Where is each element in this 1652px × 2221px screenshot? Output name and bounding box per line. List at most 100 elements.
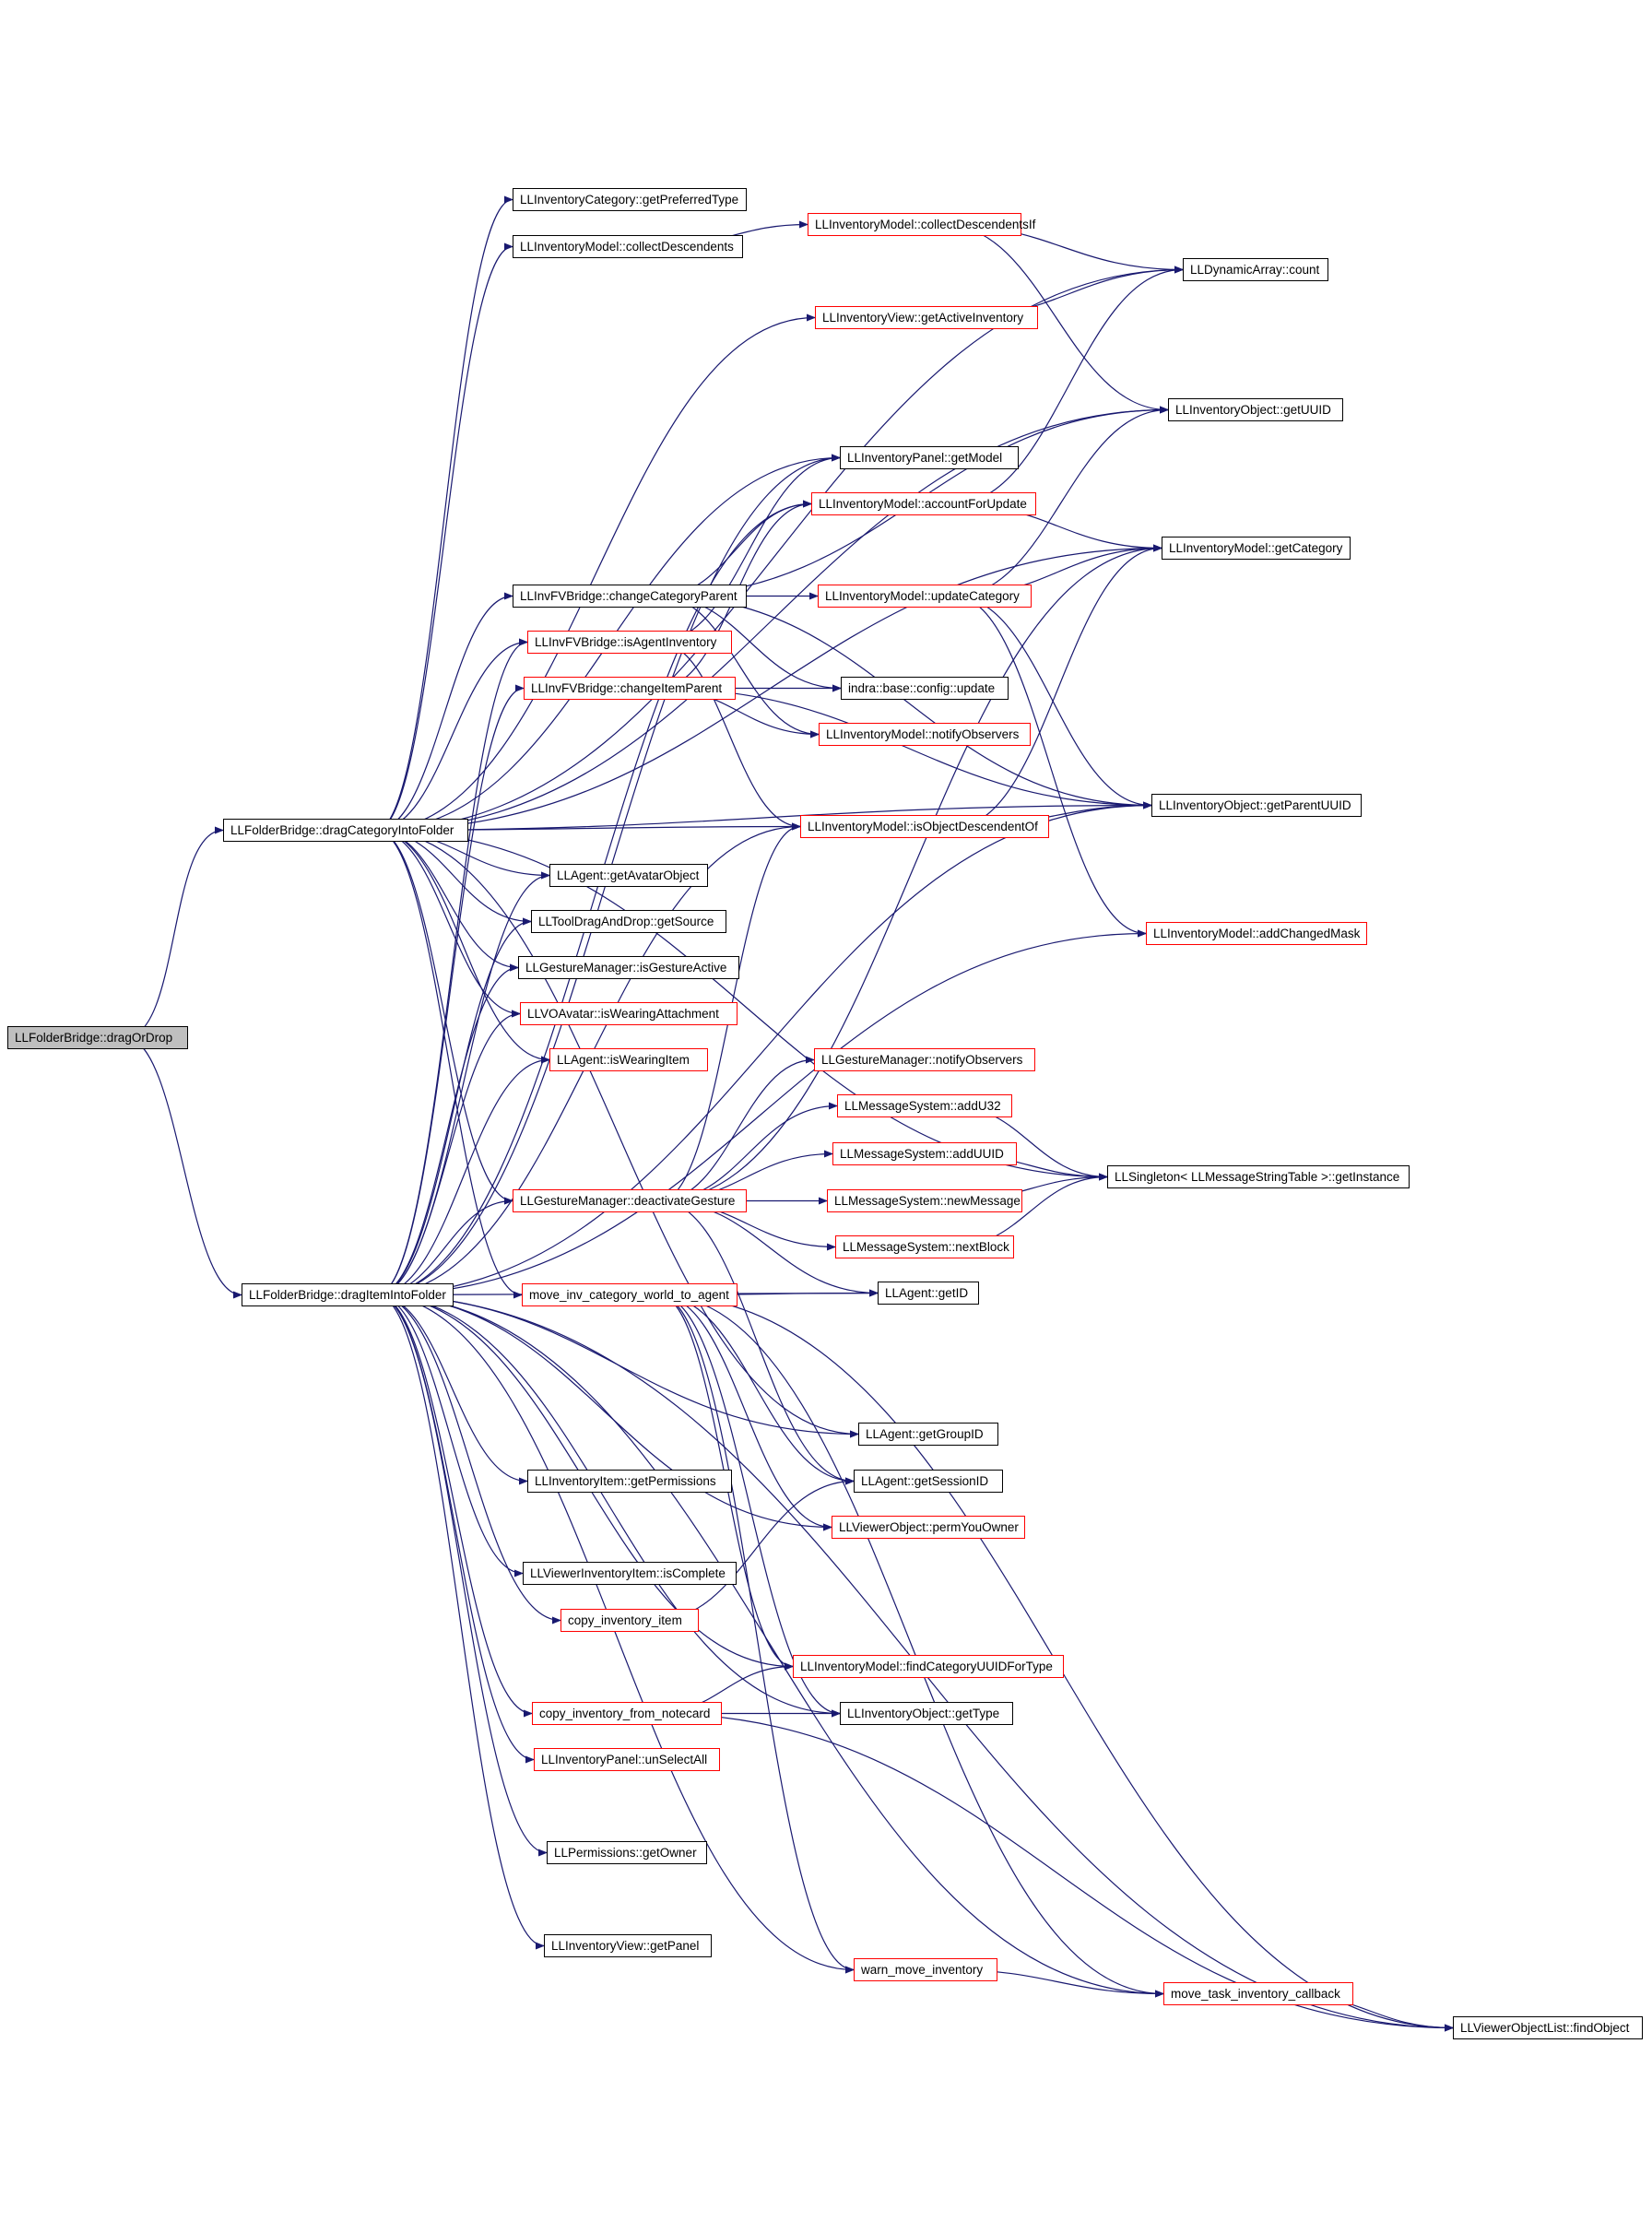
edge-n_moveinv-to-n_permown <box>658 1294 832 1531</box>
edge-n_dcat-to-n_pref <box>376 195 513 832</box>
node-indra-config-update[interactable]: indra::base::config::update <box>841 677 1009 700</box>
node-gettype[interactable]: LLInventoryObject::getType <box>840 1702 1013 1725</box>
edge-n_ditem-to-n_movetask <box>376 1294 1164 1998</box>
node-iswearingitem[interactable]: LLAgent::isWearingItem <box>549 1048 708 1071</box>
node-updatecategory[interactable]: LLInventoryModel::updateCategory <box>818 585 1032 608</box>
edge-n_root-to-n_ditem <box>124 1036 242 1299</box>
edge-n_ditem-to-n_gettype <box>376 1294 841 1718</box>
node-getowner[interactable]: LLPermissions::getOwner <box>547 1841 707 1864</box>
edge-n_moveinv-to-n_gettype <box>658 1294 841 1718</box>
node-changecategoryparent[interactable]: LLInvFVBridge::changeCategoryParent <box>513 585 747 608</box>
node-inventorypanel-getmodel[interactable]: LLInventoryPanel::getModel <box>840 446 1019 469</box>
node-newmessage[interactable]: LLMessageSystem::newMessage <box>827 1189 1022 1212</box>
edge-n_ditem-to-n_unsel <box>376 1294 535 1764</box>
edge-n_dcat-to-n_wattach <box>376 829 521 1018</box>
node-nextblock[interactable]: LLMessageSystem::nextBlock <box>835 1235 1014 1258</box>
edge-n_ditem-to-n_complete <box>376 1294 524 1577</box>
node-getsource[interactable]: LLToolDragAndDrop::getSource <box>531 910 726 933</box>
node-getcategory[interactable]: LLInventoryModel::getCategory <box>1162 537 1351 560</box>
edge-n_dcat-to-n_single <box>376 829 1108 1181</box>
edge-n_deact-to-n_session <box>659 1199 855 1485</box>
edge-n_updcat-to-n_addmask <box>953 595 1147 938</box>
node-getid[interactable]: LLAgent::getID <box>878 1282 979 1305</box>
edge-n_ditem-to-n_source <box>376 917 532 1296</box>
edge-n_ccp-to-n_parent <box>659 595 1152 809</box>
edge-n_isdesc-to-n_getcat <box>955 544 1162 828</box>
node-getavatarobject[interactable]: LLAgent::getAvatarObject <box>549 864 708 887</box>
edge-n_ditem-to-n_wearitem <box>376 1056 550 1296</box>
node-singleton-getinstance[interactable]: LLSingleton< LLMessageStringTable >::get… <box>1107 1165 1410 1188</box>
node-collectdescendents[interactable]: LLInventoryModel::collectDescendents <box>513 235 743 258</box>
node-dragitemintofolder[interactable]: LLFolderBridge::dragItemIntoFolder <box>242 1283 454 1306</box>
node-dynamicarray-count[interactable]: LLDynamicArray::count <box>1183 258 1328 281</box>
edge-n_ditem-to-n_wattach <box>376 1010 521 1296</box>
node-copy-inventory-from-notecard[interactable]: copy_inventory_from_notecard <box>532 1702 722 1725</box>
edge-n_ditem-to-n_panel <box>376 1294 545 1950</box>
edge-n_ccp-to-n_acct <box>659 500 812 597</box>
edge-n_dcat-to-n_count <box>376 266 1184 832</box>
edge-n_dcat-to-n_group <box>376 829 859 1438</box>
edge-n_ditem-to-n_owner <box>376 1294 548 1857</box>
edge-n_ditem-to-n_acct <box>376 500 812 1296</box>
edge-n_deact-to-n_getcat <box>659 544 1162 1202</box>
edge-n_dcat-to-n_wearitem <box>376 829 550 1064</box>
edge-n_ditem-to-n_cip <box>376 684 525 1296</box>
node-isagentinventory[interactable]: LLInvFVBridge::isAgentInventory <box>527 631 732 654</box>
node-gesturemanager-notifyobservers[interactable]: LLGestureManager::notifyObservers <box>814 1048 1035 1071</box>
edge-n_ditem-to-n_copyinv <box>376 1294 561 1624</box>
node-getparentuuid[interactable]: LLInventoryObject::getParentUUID <box>1151 794 1362 817</box>
edge-n_ditem-to-n_addmask <box>376 929 1147 1296</box>
edge-n_ditem-to-n_gactive <box>376 963 519 1296</box>
node-root-dragordrop[interactable]: LLFolderBridge::dragOrDrop <box>7 1026 188 1049</box>
edge-n_ditem-to-n_deact <box>376 1197 513 1296</box>
edge-n_dcat-to-n_active <box>376 313 816 832</box>
node-isobjectdescendentof[interactable]: LLInventoryModel::isObjectDescendentOf <box>800 815 1049 838</box>
node-addu32[interactable]: LLMessageSystem::addU32 <box>837 1094 1012 1117</box>
edge-n_deact-to-n_addu32 <box>659 1102 838 1202</box>
node-accountforupdate[interactable]: LLInventoryModel::accountForUpdate <box>811 492 1036 515</box>
edge-n_ditem-to-n_copynote <box>376 1294 533 1718</box>
node-dragcategoryintofolder[interactable]: LLFolderBridge::dragCategoryIntoFolder <box>223 819 468 842</box>
node-getuuid[interactable]: LLInventoryObject::getUUID <box>1168 398 1343 421</box>
node-isgestureactive[interactable]: LLGestureManager::isGestureActive <box>518 956 739 979</box>
node-move-task-inventory-callback[interactable]: move_task_inventory_callback <box>1163 1982 1353 2005</box>
edge-n_ditem-to-n_perms <box>376 1294 528 1485</box>
edge-n_dcat-to-n_coll <box>376 242 513 832</box>
node-getpreferredtype[interactable]: LLInventoryCategory::getPreferredType <box>513 188 747 211</box>
edge-n_dcat-to-n_ccp <box>376 592 513 832</box>
node-deactivategesture[interactable]: LLGestureManager::deactivateGesture <box>513 1189 747 1212</box>
node-addchangedmask[interactable]: LLInventoryModel::addChangedMask <box>1146 922 1367 945</box>
node-collectdescendentsif[interactable]: LLInventoryModel::collectDescendentsIf <box>808 213 1035 236</box>
node-getsessionid[interactable]: LLAgent::getSessionID <box>854 1470 1003 1493</box>
edge-n_dcat-to-n_gactive <box>376 829 519 972</box>
node-copy-inventory-item[interactable]: copy_inventory_item <box>560 1609 699 1632</box>
edge-n_ditem-to-n_permown <box>376 1294 832 1531</box>
node-warn-move-inventory[interactable]: warn_move_inventory <box>854 1958 997 1981</box>
edge-n_ditem-to-n_avobj <box>376 871 550 1296</box>
node-iswearingattachment[interactable]: LLVOAvatar::isWearingAttachment <box>520 1002 738 1025</box>
edge-n_acct-to-n_count <box>953 266 1184 505</box>
edge-layer <box>124 195 1454 2032</box>
node-iscomplete[interactable]: LLViewerInventoryItem::isComplete <box>523 1562 737 1585</box>
node-findobject[interactable]: LLViewerObjectList::findObject <box>1453 2016 1643 2039</box>
node-permyouowner[interactable]: LLViewerObject::permYouOwner <box>832 1516 1025 1539</box>
edge-n_dcat-to-n_moveinv <box>376 829 523 1299</box>
edge-n_moveinv-to-n_movetask <box>658 1294 1164 1998</box>
edge-n_isagent-to-n_getmodel <box>658 454 841 644</box>
node-getpermissions[interactable]: LLInventoryItem::getPermissions <box>527 1470 732 1493</box>
node-getpanel[interactable]: LLInventoryView::getPanel <box>544 1934 712 1957</box>
edge-n_dcat-to-n_source <box>376 829 532 926</box>
node-adduuid[interactable]: LLMessageSystem::addUUID <box>832 1142 1017 1165</box>
edge-n_dcat-to-n_parent <box>376 801 1152 832</box>
edge-n_ditem-to-n_warn <box>376 1294 855 1974</box>
edge-n_dcat-to-n_getcat <box>376 544 1162 832</box>
node-findcategoryuuidfortype[interactable]: LLInventoryModel::findCategoryUUIDForTyp… <box>793 1655 1064 1678</box>
node-getactiveinventory[interactable]: LLInventoryView::getActiveInventory <box>815 306 1038 329</box>
node-changeitemparent[interactable]: LLInvFVBridge::changeItemParent <box>524 677 736 700</box>
edge-n_dcat-to-n_uuid <box>376 406 1169 832</box>
node-inventorymodel-notifyobservers[interactable]: LLInventoryModel::notifyObservers <box>819 723 1031 746</box>
node-unselectall[interactable]: LLInventoryPanel::unSelectAll <box>534 1748 720 1771</box>
node-getgroupid[interactable]: LLAgent::getGroupID <box>858 1423 998 1446</box>
node-move-inv-category-world-to-agent[interactable]: move_inv_category_world_to_agent <box>522 1283 738 1306</box>
